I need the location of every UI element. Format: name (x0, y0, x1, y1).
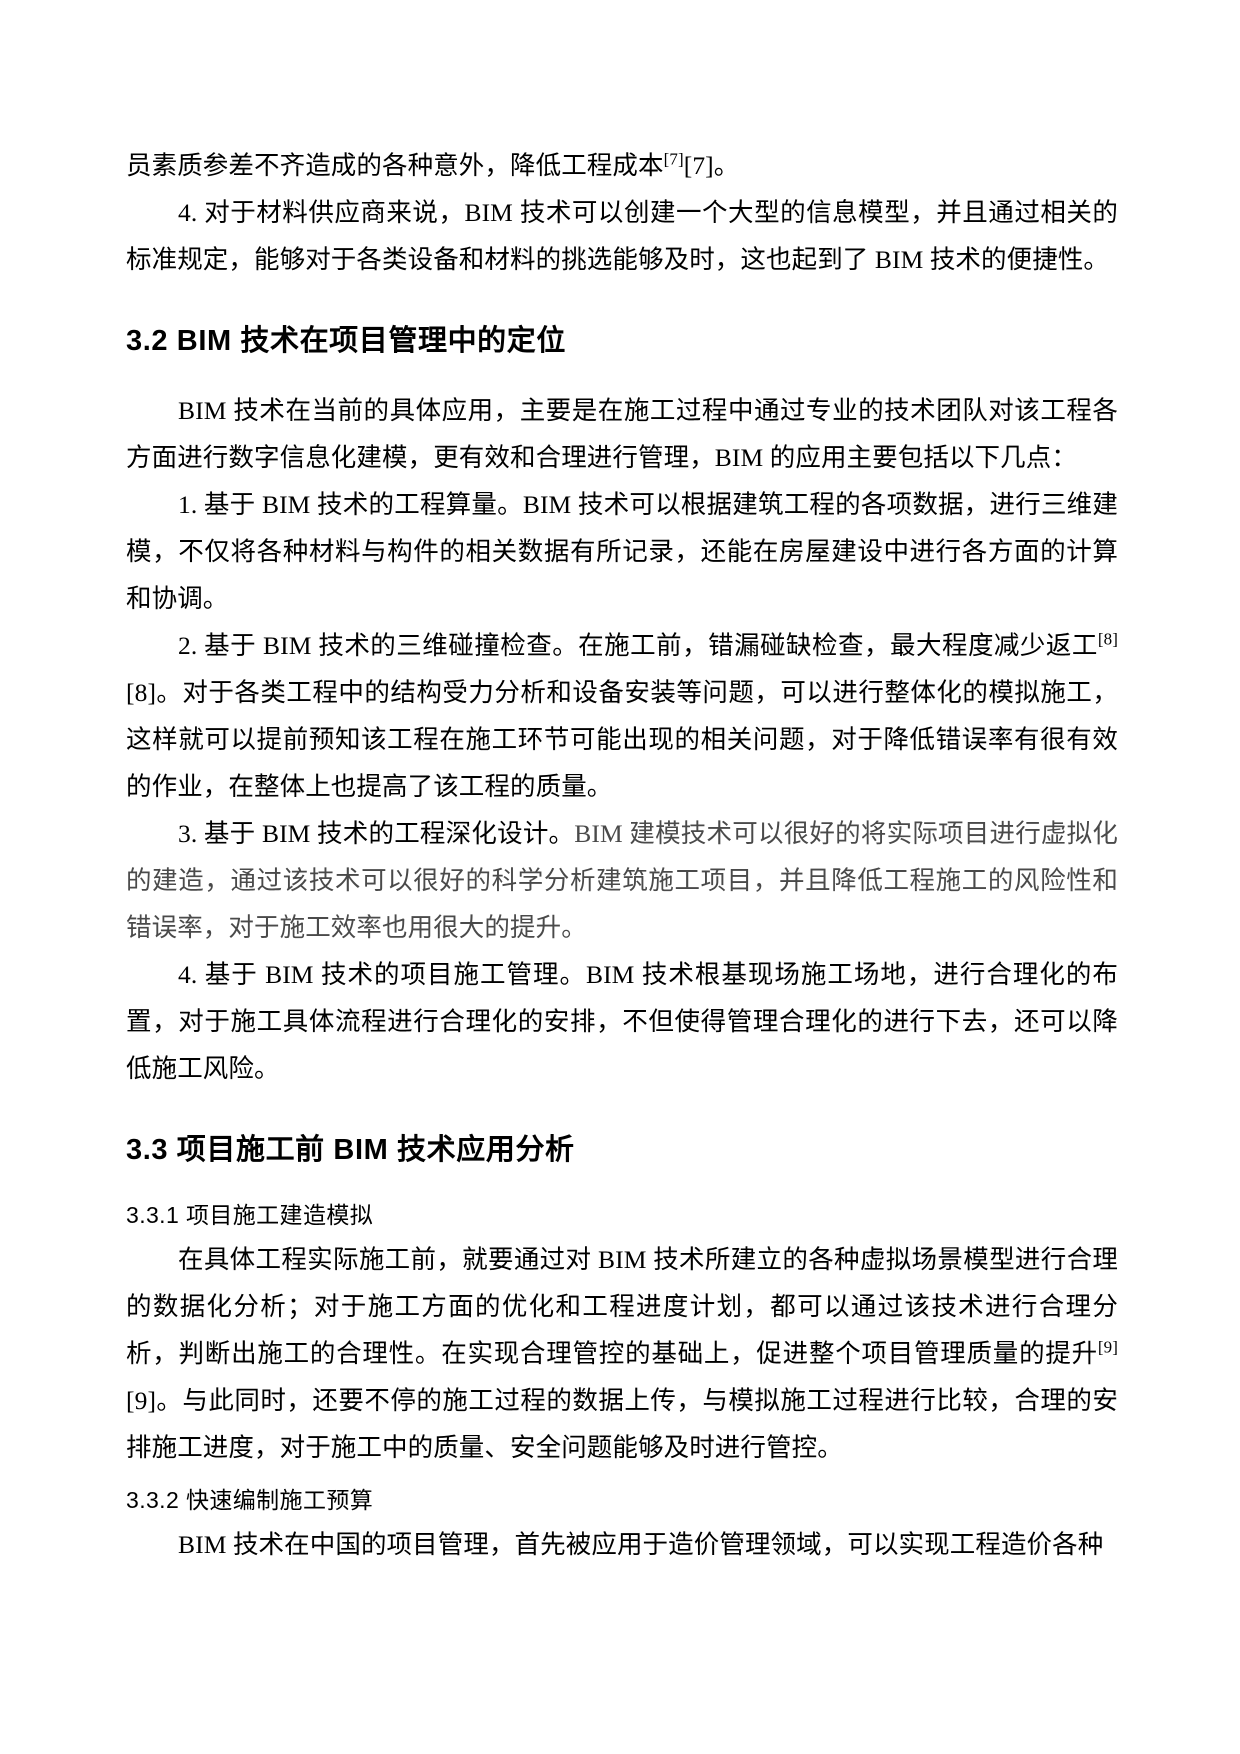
paragraph-item-4-supplier: 4. 对于材料供应商来说，BIM 技术可以创建一个大型的信息模型，并且通过相关的… (126, 198, 1118, 274)
paragraph-3-3-1-lead: 在具体工程实际施工前，就要通过对 BIM 技术所建立的各种虚拟场景模型进行合理的… (126, 1245, 1118, 1368)
paragraph-3-3-2-body: BIM 技术在中国的项目管理，首先被应用于造价管理领域，可以实现工程造价各种 (178, 1530, 1104, 1559)
paragraph-3-2-item-2: 2. 基于 BIM 技术的三维碰撞检查。在施工前，错漏碰缺检查，最大程度减少返工… (126, 622, 1118, 810)
paragraph-3-3-1-rest: [9]。与此同时，还要不停的施工过程的数据上传，与模拟施工过程进行比较，合理的安… (126, 1386, 1118, 1462)
heading-3-3: 3.3 项目施工前 BIM 技术应用分析 (126, 1134, 575, 1166)
page-content: 员素质参差不齐造成的各种意外，降低工程成本[7][7]。 4. 对于材料供应商来… (126, 142, 1118, 1568)
heading-3-3-2: 3.3.2 快速编制施工预算 (126, 1487, 374, 1513)
paragraph-3-2-item-2-lead: 2. 基于 BIM 技术的三维碰撞检查。在施工前，错漏碰缺检查，最大程度减少返工 (178, 631, 1098, 660)
heading-3-2: 3.2 BIM 技术在项目管理中的定位 (126, 325, 566, 357)
reference-inline-7: [7]。 (683, 151, 740, 180)
paragraph-3-2-item-2-rest: [8]。对于各类工程中的结构受力分析和设备安装等问题，可以进行整体化的模拟施工，… (126, 678, 1118, 801)
reference-superscript-7: [7] (663, 149, 684, 169)
paragraph-intro-tail: 员素质参差不齐造成的各种意外，降低工程成本[7][7]。 (126, 142, 1118, 189)
paragraph-3-2-item-3: 3. 基于 BIM 技术的工程深化设计。BIM 建模技术可以很好的将实际项目进行… (126, 810, 1118, 951)
reference-superscript-8: [8] (1097, 629, 1118, 649)
spacer (126, 1092, 1118, 1128)
paragraph-3-3-1-body: 在具体工程实际施工前，就要通过对 BIM 技术所建立的各种虚拟场景模型进行合理的… (126, 1236, 1118, 1471)
spacer (126, 1471, 1118, 1481)
spacer (126, 363, 1118, 387)
heading-3-3-1: 3.3.1 项目施工建造模拟 (126, 1202, 374, 1228)
spacer (126, 1172, 1118, 1196)
paragraph-3-2-item-3-rest: BIM 建模技术可以很好的将实际项目进行虚拟化的建造，通过该技术可以很好的科学分… (126, 819, 1118, 942)
paragraph-3-2-intro: BIM 技术在当前的具体应用，主要是在施工过程中通过专业的技术团队对该工程各方面… (126, 396, 1118, 472)
paragraph-intro-tail-text: 员素质参差不齐造成的各种意外，降低工程成本 (126, 151, 664, 180)
paragraph-3-2-item-4: 4. 基于 BIM 技术的项目施工管理。BIM 技术根基现场施工场地，进行合理化… (126, 960, 1118, 1083)
spacer (126, 283, 1118, 319)
paragraph-3-2-item-1: 1. 基于 BIM 技术的工程算量。BIM 技术可以根据建筑工程的各项数据，进行… (126, 490, 1118, 613)
reference-superscript-9: [9] (1097, 1337, 1118, 1357)
paragraph-3-2-item-3-lead: 3. 基于 BIM 技术的工程深化设计。 (178, 819, 575, 848)
